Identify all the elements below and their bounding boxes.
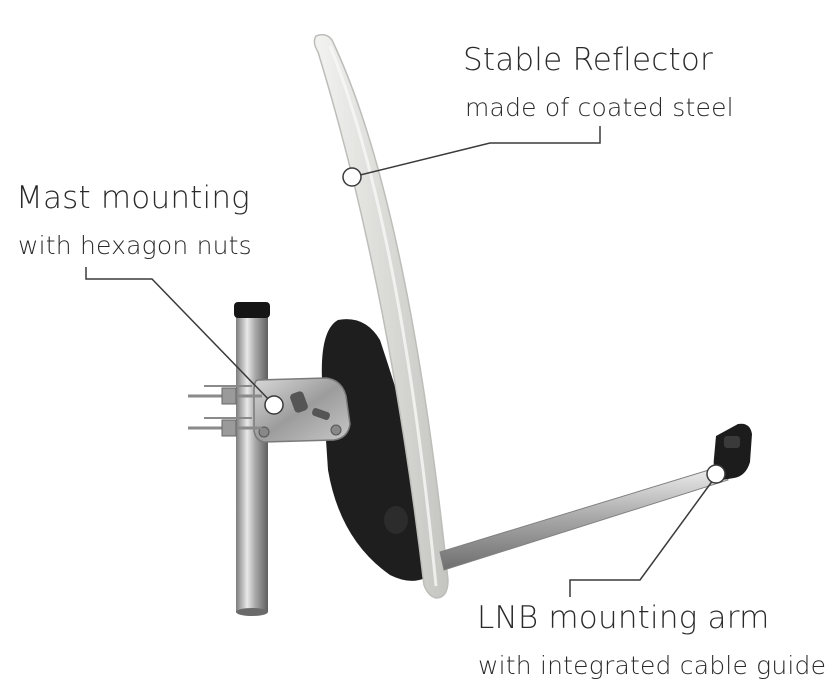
mast-clamp — [188, 377, 351, 443]
mast-cap — [234, 302, 270, 318]
reflector-title: Stable Reflector — [463, 42, 713, 78]
arm-leader — [569, 475, 717, 597]
mast-title: Mast mounting — [16, 180, 250, 216]
mast-marker — [264, 395, 284, 415]
arm-subtitle: with integrated cable guide — [478, 651, 827, 680]
mast-subtitle: with hexagon nuts — [18, 231, 252, 260]
reflector-dish — [313, 33, 449, 599]
reflector-marker — [342, 167, 362, 187]
reflector-subtitle: made of coated steel — [465, 93, 734, 122]
lnb-holder — [713, 423, 752, 480]
arm-title: LNB mounting arm — [477, 600, 770, 636]
mast-pole — [234, 302, 270, 616]
bracket-knob — [384, 506, 408, 534]
arm-marker — [706, 464, 726, 484]
lnb-arm — [439, 423, 752, 571]
reflector-leader — [351, 126, 601, 178]
leader-lines — [85, 126, 717, 597]
mast-leader — [85, 267, 275, 406]
